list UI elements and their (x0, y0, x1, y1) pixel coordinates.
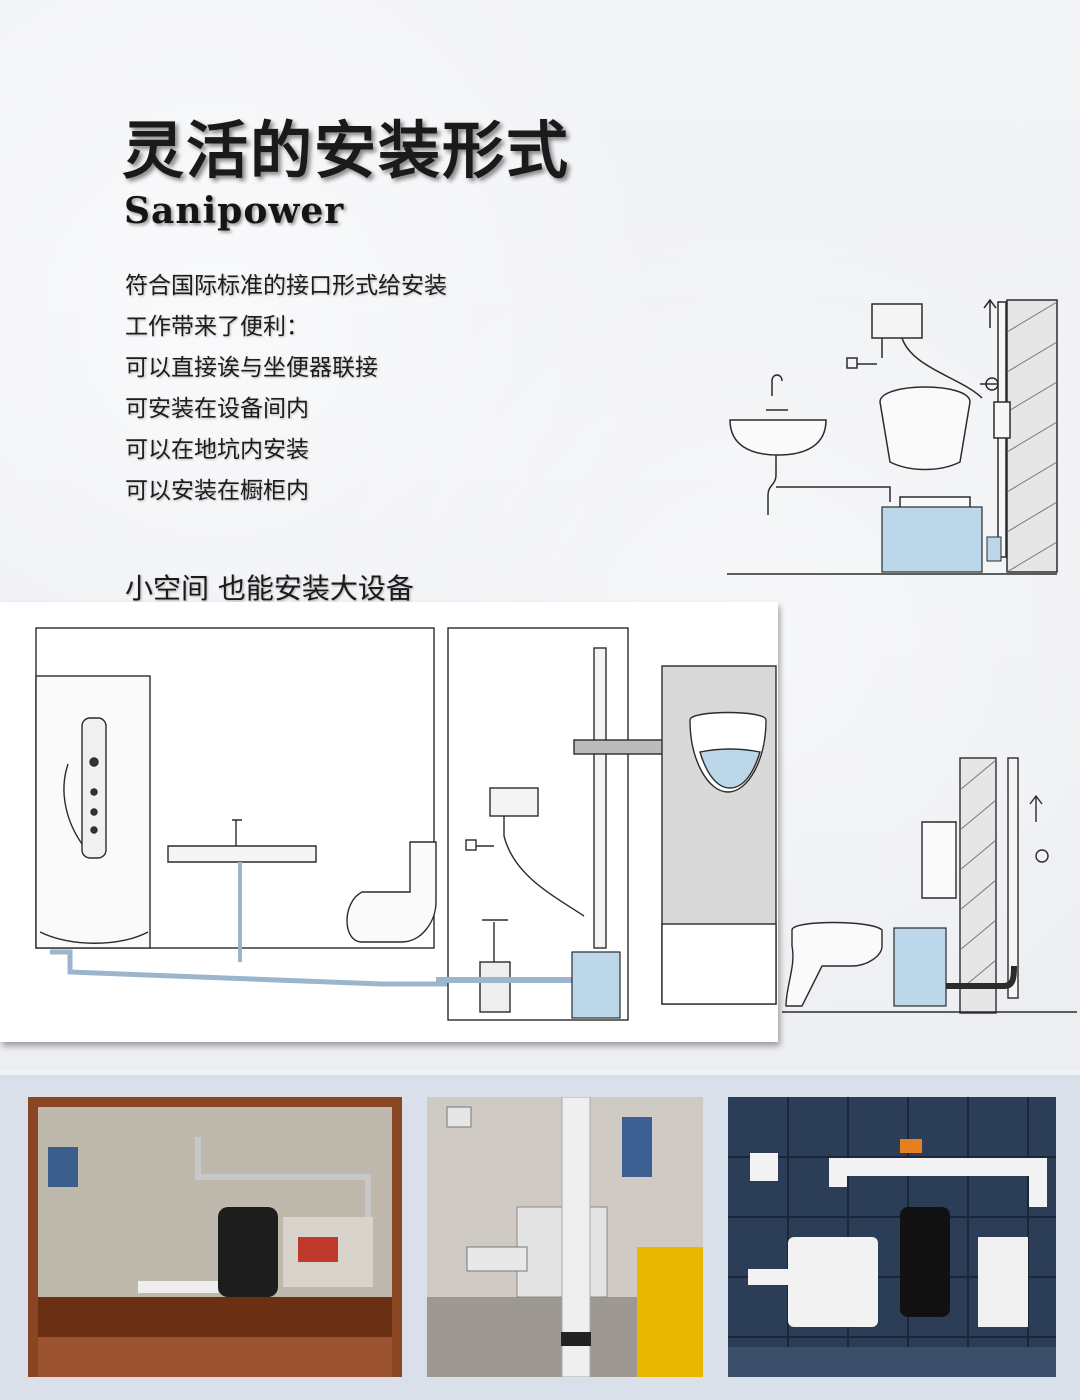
toilet-pump-diagram (782, 757, 1077, 1014)
feature-line: 可以在地坑内安装 (125, 437, 309, 463)
feature-line: 可安装在设备间内 (125, 396, 309, 422)
feature-line: 符合国际标准的接口形式给安装 (125, 273, 447, 299)
feature-line: 可以安装在橱柜内 (125, 478, 309, 504)
toilet-basin-diagram (727, 298, 1058, 575)
brand-name: Sanipower (124, 190, 345, 232)
bathroom-layout-diagram (0, 602, 778, 1042)
cabinet-installation-photo (28, 1097, 402, 1377)
utility-room-installation-photo (427, 1097, 703, 1377)
feature-list: 符合国际标准的接口形式给安装 工作带来了便利： 可以直接诶与坐便器联接 可安装在… (125, 268, 447, 514)
bathroom-layout-drawing (35, 627, 777, 1021)
tiled-wall-installation-photo (728, 1097, 1056, 1377)
feature-line: 工作带来了便利： (125, 314, 309, 340)
feature-line: 可以直接诶与坐便器联接 (125, 355, 378, 381)
section-subheading: 小空间 也能安装大设备 (125, 572, 414, 605)
page-title: 灵活的安装形式 (122, 114, 571, 187)
